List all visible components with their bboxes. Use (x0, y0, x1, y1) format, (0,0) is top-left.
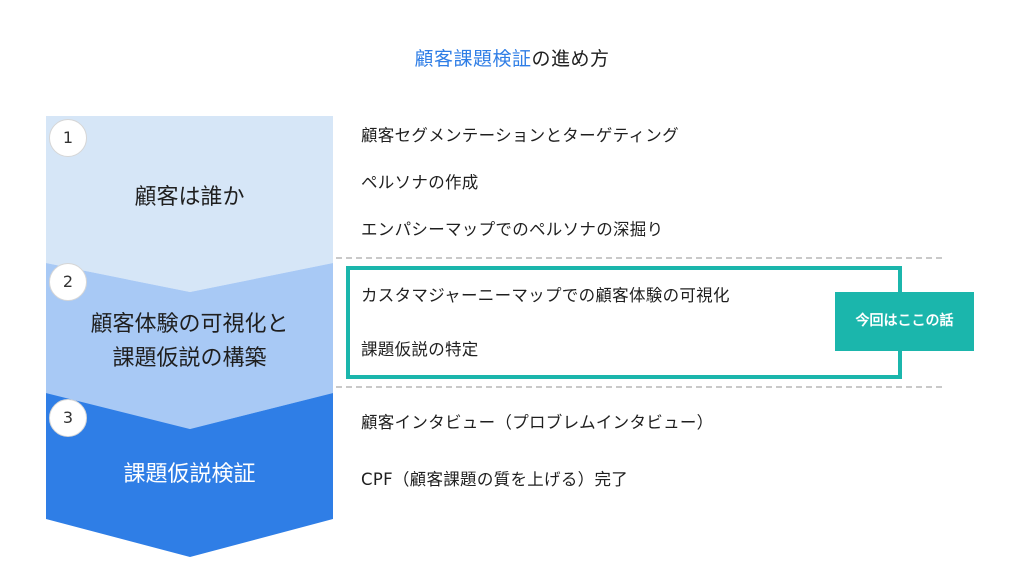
section-divider (336, 257, 942, 259)
step-3-label-line: 課題仮説検証 (123, 462, 256, 487)
step-1-item: 顧客セグメンテーションとターゲティング (361, 126, 679, 145)
step-2-item: 課題仮説の特定 (361, 340, 479, 359)
step-2-item: カスタマジャーニーマップでの顧客体験の可視化 (361, 286, 730, 305)
step-1-number: 1 (49, 119, 87, 157)
step-2-label-line: 顧客体験の可視化と (90, 312, 289, 337)
page-title: 顧客課題検証の進め方 (0, 44, 1024, 71)
step-1-label: 顧客は誰か (46, 181, 333, 215)
page-title-rest: の進め方 (531, 48, 610, 70)
step-1-label-line: 顧客は誰か (134, 185, 245, 210)
step-3-item: CPF（顧客課題の質を上げる）完了 (361, 470, 629, 489)
step-3-number: 3 (49, 399, 87, 437)
step-3-item: 顧客インタビュー（プロブレムインタビュー） (361, 413, 714, 432)
current-topic-badge: 今回はここの話 (835, 292, 974, 351)
step-2-label: 顧客体験の可視化と 課題仮説の構築 (46, 308, 333, 376)
step-1-item: ペルソナの作成 (361, 173, 479, 192)
step-3-chevron (46, 393, 333, 557)
step-2-chevron (46, 263, 333, 429)
step-2-label-line: 課題仮説の構築 (112, 346, 267, 371)
step-1-chevron (46, 116, 333, 292)
step-3-label: 課題仮説検証 (46, 458, 333, 492)
step-2-number: 2 (49, 263, 87, 301)
section-divider (336, 386, 942, 388)
page-title-accent: 顧客課題検証 (414, 48, 532, 70)
step-1-item: エンパシーマップでのペルソナの深掘り (361, 220, 664, 239)
